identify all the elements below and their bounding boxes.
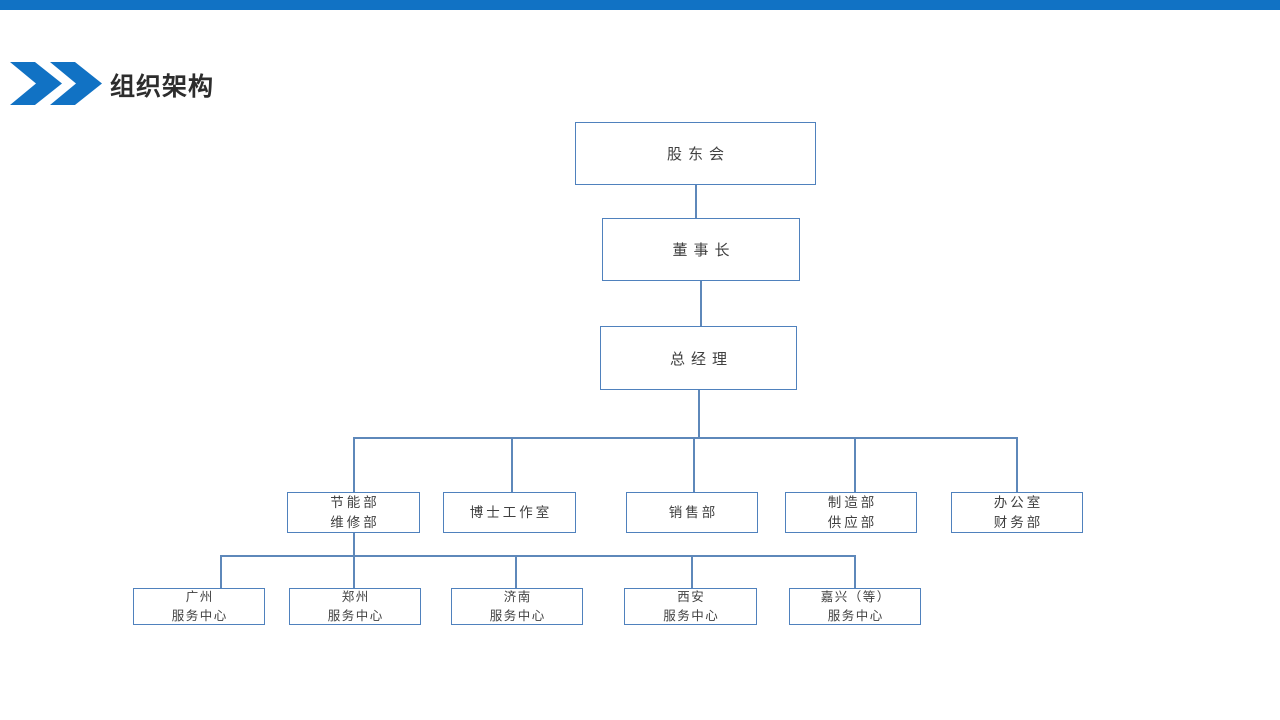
org-node-label: 总经理 (669, 350, 733, 368)
org-node-label: 服务中心 (171, 608, 228, 623)
org-node-label: 节能部 (330, 494, 380, 510)
top-accent-bar (0, 0, 1280, 10)
org-node-label: 财务部 (993, 514, 1044, 530)
org-node-sales-dept: 销售部 (626, 492, 758, 533)
connector-line (1016, 437, 1018, 492)
org-node-jiaxing-service-center: 嘉兴（等） 服务中心 (789, 588, 921, 625)
org-node-label: 维修部 (330, 514, 380, 530)
org-node-label: 嘉兴（等） (820, 589, 891, 604)
org-node-label: 销售部 (668, 504, 719, 520)
org-node-label: 服务中心 (327, 608, 384, 623)
connector-line (511, 437, 513, 492)
org-node-label: 服务中心 (663, 608, 720, 623)
connector-line (220, 555, 222, 588)
org-node-phd-studio: 博士工作室 (443, 492, 576, 533)
connector-line (695, 185, 697, 218)
chevron-right-icon (10, 62, 62, 105)
org-node-label: 广州 (185, 589, 214, 604)
org-node-energy-maintenance-dept: 节能部 维修部 (287, 492, 420, 533)
org-node-label: 博士工作室 (469, 504, 553, 520)
org-node-jinan-service-center: 济南 服务中心 (451, 588, 583, 625)
connector-line (515, 555, 517, 588)
connector-line (700, 281, 702, 326)
connector-line (698, 390, 700, 437)
org-node-label: 济南 (503, 589, 532, 604)
connector-line (854, 437, 856, 492)
org-node-manufacturing-supply-dept: 制造部 供应部 (785, 492, 917, 533)
org-node-label: 郑州 (341, 589, 370, 604)
page-title: 组织架构 (110, 73, 215, 101)
connector-line (854, 555, 856, 588)
connector-line (220, 555, 856, 557)
connector-line (691, 555, 693, 588)
connector-line (353, 533, 355, 588)
connector-line (353, 437, 355, 492)
org-node-guangzhou-service-center: 广州 服务中心 (133, 588, 265, 625)
org-node-label: 西安 (677, 589, 706, 604)
org-node-zhengzhou-service-center: 郑州 服务中心 (289, 588, 421, 625)
org-node-shareholders-meeting: 股东会 (575, 122, 816, 185)
org-node-label: 制造部 (827, 494, 878, 510)
org-node-chairman: 董事长 (602, 218, 800, 281)
org-node-general-manager: 总经理 (600, 326, 797, 390)
org-node-label: 供应部 (827, 514, 878, 530)
connector-line (353, 437, 1018, 439)
org-node-label: 办公室 (993, 494, 1044, 510)
org-node-label: 服务中心 (489, 608, 546, 623)
connector-line (693, 437, 695, 492)
org-node-label: 股东会 (666, 146, 730, 163)
org-node-xian-service-center: 西安 服务中心 (624, 588, 757, 625)
org-node-label: 董事长 (672, 242, 736, 259)
org-node-office-finance-dept: 办公室 财务部 (951, 492, 1083, 533)
org-node-label: 服务中心 (827, 608, 884, 623)
